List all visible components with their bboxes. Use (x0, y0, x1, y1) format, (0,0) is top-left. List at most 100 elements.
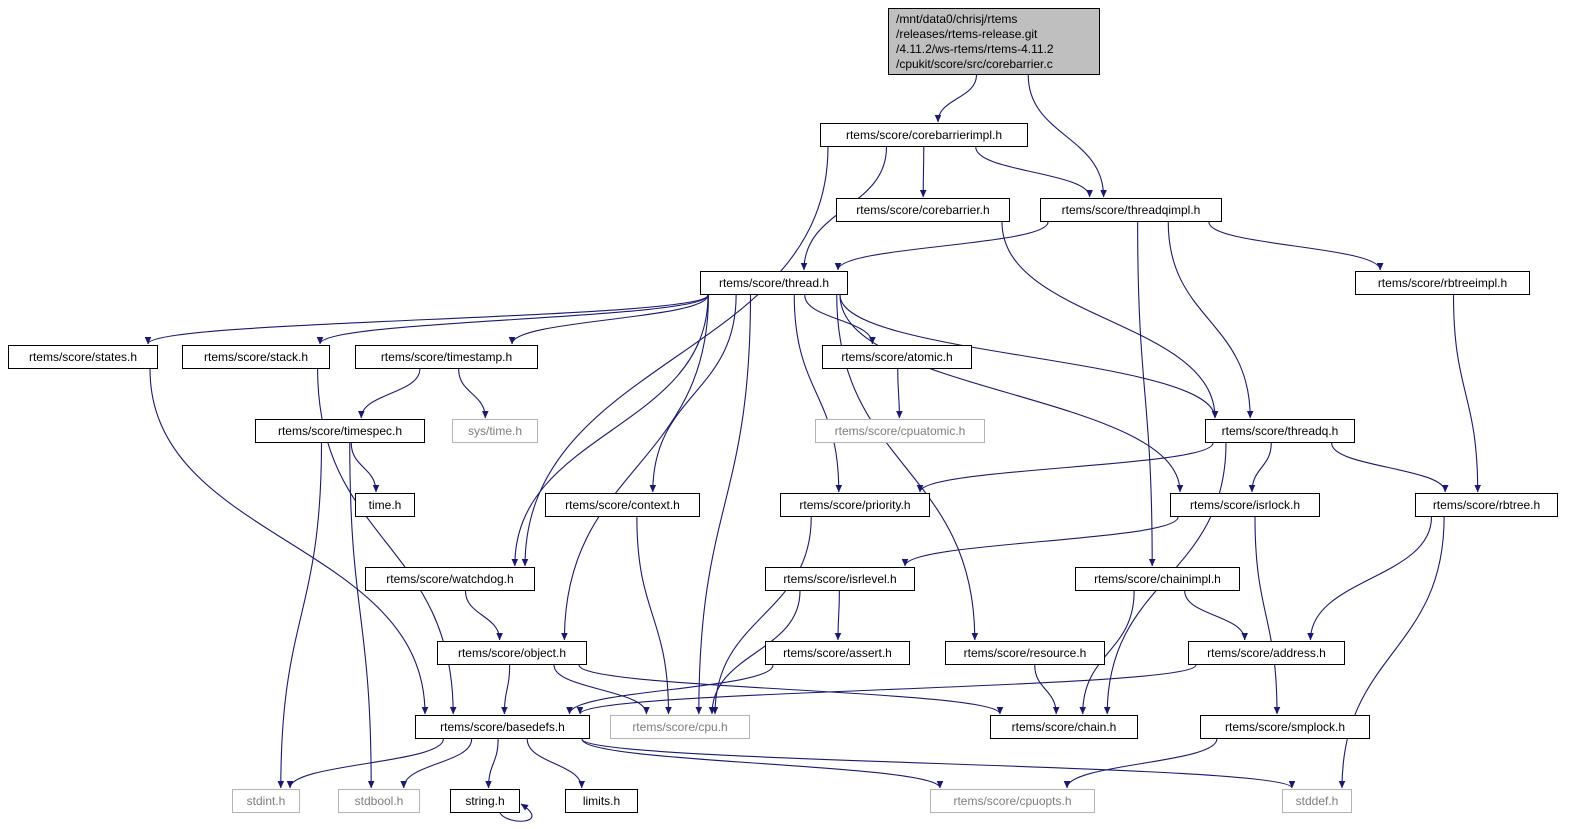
include-edge-isrlevel-to-assert (834, 590, 842, 641)
node-label: rtems/score/isrlock.h (1189, 498, 1301, 512)
include-edge-chainimpl-to-chain (1079, 590, 1135, 715)
node-threadq[interactable]: rtems/score/threadq.h (1205, 419, 1355, 443)
node-isrlevel[interactable]: rtems/score/isrlevel.h (765, 567, 915, 591)
include-edge-thread-to-object (561, 294, 710, 641)
node-label: rtems/score/rbtreeimpl.h (1377, 276, 1508, 290)
include-edge-states-to-basedefs (149, 368, 429, 715)
node-string[interactable]: string.h (450, 789, 520, 813)
node-address[interactable]: rtems/score/address.h (1188, 641, 1345, 665)
include-edge-assert-to-basedefs (566, 664, 774, 715)
node-object[interactable]: rtems/score/object.h (437, 641, 587, 665)
node-stack[interactable]: rtems/score/stack.h (182, 345, 330, 369)
node-chainimpl[interactable]: rtems/score/chainimpl.h (1075, 567, 1240, 591)
include-edge-isrlock-to-smplock (1254, 516, 1281, 715)
node-label: rtems/score/object.h (457, 646, 567, 660)
include-edge-basedefs-to-string (485, 738, 499, 789)
node-rbtree[interactable]: rtems/score/rbtree.h (1415, 493, 1558, 517)
include-edge-timespec-to-stdbool (349, 442, 375, 789)
node-watchdog[interactable]: rtems/score/watchdog.h (365, 567, 535, 591)
node-root: /mnt/data0/chrisj/rtems/releases/rtems-r… (888, 8, 1100, 75)
include-edge-context-to-cpu (636, 516, 672, 715)
include-edge-thread-to-watchdog (511, 294, 709, 567)
include-edge-isrlock-to-isrlevel (901, 516, 1179, 567)
node-isrlock[interactable]: rtems/score/isrlock.h (1170, 493, 1320, 517)
node-label: rtems/score/watchdog.h (386, 572, 514, 586)
include-edge-resource-to-chain (1034, 664, 1060, 715)
include-edge-thread-to-context (649, 294, 737, 493)
include-edge-thread-to-stack (316, 294, 709, 345)
node-states[interactable]: rtems/score/states.h (8, 345, 158, 369)
node-label: rtems/score/cpu.h (632, 720, 728, 734)
node-label: rtems/score/timestamp.h (380, 350, 513, 364)
include-edge-thread-to-atomic (804, 294, 876, 345)
node-label-line: /4.11.2/ws-rtems/rtems-4.11.2 (896, 41, 1054, 56)
node-label: rtems/score/chain.h (1011, 720, 1117, 734)
include-edge-corebarrierimpl-to-watchdog (521, 146, 829, 567)
include-edge-timespec-to-stdint (277, 442, 323, 789)
node-label: rtems/score/cpuopts.h (953, 794, 1072, 808)
node-timestamp[interactable]: rtems/score/timestamp.h (355, 345, 538, 369)
node-corebarrier[interactable]: rtems/score/corebarrier.h (836, 198, 1010, 222)
node-label: rtems/score/threadq.h (1221, 424, 1339, 438)
node-cpuopts: rtems/score/cpuopts.h (930, 789, 1095, 813)
include-edge-threadq-to-isrlock (1248, 442, 1272, 493)
include-edge-basedefs-to-stddef (581, 738, 1296, 789)
node-atomic[interactable]: rtems/score/atomic.h (822, 345, 972, 369)
include-edge-timestamp-to-systime (458, 368, 489, 419)
node-label-line: /releases/rtems-release.git (896, 26, 1038, 41)
include-edge-thread-to-timestamp (508, 294, 709, 345)
node-label: rtems/score/smplock.h (1224, 720, 1346, 734)
include-edge-thread-to-isrlock (839, 294, 1184, 493)
node-label: rtems/score/address.h (1207, 646, 1326, 660)
include-edge-rbtreeimpl-to-rbtree (1452, 294, 1481, 493)
node-smplock[interactable]: rtems/score/smplock.h (1200, 715, 1370, 739)
include-edge-corebarrierimpl-to-corebarrier (919, 146, 927, 198)
include-edge-rbtree-to-stddef (1338, 516, 1445, 789)
node-label: rtems/score/states.h (28, 350, 138, 364)
node-label: rtems/score/corebarrierimpl.h (845, 128, 1003, 142)
node-label: rtems/score/assert.h (783, 646, 892, 660)
include-edge-basedefs-to-cpuopts (581, 738, 944, 789)
include-edge-string-to-string (499, 803, 533, 822)
include-edge-rbtree-to-address (1307, 516, 1433, 641)
node-resource[interactable]: rtems/score/resource.h (945, 641, 1105, 665)
include-edge-thread-to-threadq (839, 294, 1219, 419)
node-limits[interactable]: limits.h (565, 789, 638, 813)
include-edge-chainimpl-to-address (1184, 590, 1248, 641)
include-edge-smplock-to-cpuopts (1063, 738, 1218, 789)
include-edge-threadqimpl-to-chainimpl (1137, 221, 1156, 567)
node-label: rtems/score/threadqimpl.h (1061, 203, 1201, 217)
node-rbtreeimpl[interactable]: rtems/score/rbtreeimpl.h (1355, 271, 1530, 295)
node-label: rtems/score/context.h (565, 498, 680, 512)
node-stdbool: stdbool.h (338, 789, 420, 813)
node-label: rtems/score/isrlevel.h (783, 572, 897, 586)
node-basedefs[interactable]: rtems/score/basedefs.h (415, 715, 590, 739)
include-edge-threadqimpl-to-threadq (1167, 221, 1254, 419)
node-time[interactable]: time.h (355, 493, 415, 517)
include-edge-root-to-corebarrierimpl (934, 74, 978, 123)
node-label: rtems/score/basedefs.h (440, 720, 565, 734)
include-edge-object-to-cpu (553, 664, 650, 715)
node-threadqimpl[interactable]: rtems/score/threadqimpl.h (1040, 198, 1222, 222)
node-chain[interactable]: rtems/score/chain.h (990, 715, 1138, 739)
node-corebarrierimpl[interactable]: rtems/score/corebarrierimpl.h (820, 123, 1028, 147)
node-label: rtems/score/corebarrier.h (856, 203, 990, 217)
include-edge-address-to-basedefs (576, 664, 1197, 715)
include-edge-thread-to-priority (793, 294, 843, 493)
include-edge-corebarrierimpl-to-threadqimpl (975, 146, 1093, 198)
node-priority[interactable]: rtems/score/priority.h (780, 493, 930, 517)
node-timespec[interactable]: rtems/score/timespec.h (255, 419, 425, 443)
include-edge-threadq-to-priority (916, 442, 1214, 493)
include-edge-watchdog-to-object (464, 590, 503, 641)
include-edge-atomic-to-cpuatomic (896, 368, 903, 419)
node-label: rtems/score/timespec.h (277, 424, 403, 438)
node-thread[interactable]: rtems/score/thread.h (700, 271, 848, 295)
node-label: rtems/score/cpuatomic.h (834, 424, 966, 438)
node-label: string.h (465, 794, 505, 808)
node-label: sys/time.h (467, 424, 522, 438)
node-assert[interactable]: rtems/score/assert.h (765, 641, 910, 665)
node-context[interactable]: rtems/score/context.h (545, 493, 700, 517)
node-label: rtems/score/chainimpl.h (1094, 572, 1221, 586)
node-label-line: /mnt/data0/chrisj/rtems (896, 11, 1018, 26)
